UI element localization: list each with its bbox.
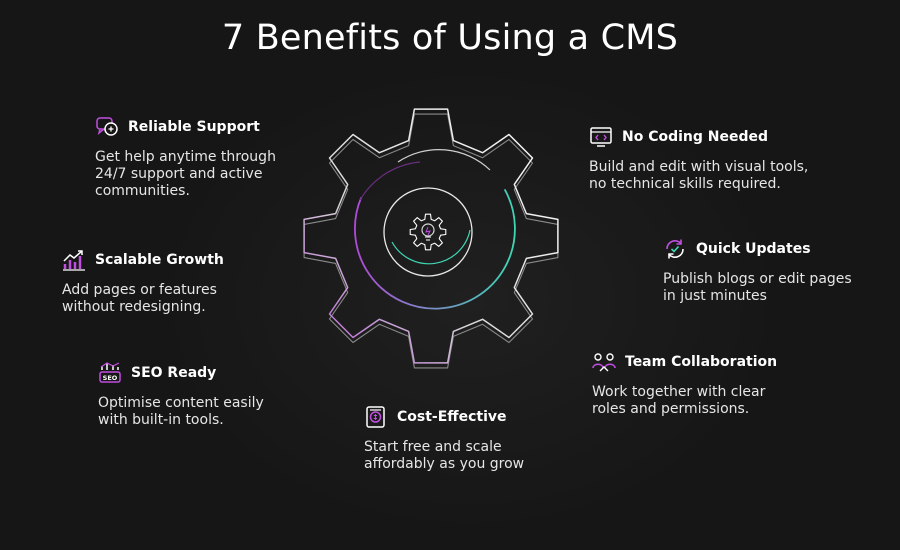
benefit-label: Team Collaboration bbox=[625, 354, 778, 370]
benefit-description: Build and edit with visual tools, no tec… bbox=[589, 159, 809, 192]
settings-bulb-icon bbox=[409, 213, 447, 251]
benefit-label: No Coding Needed bbox=[622, 129, 769, 145]
gear-shadow-outline bbox=[303, 113, 559, 369]
benefit-quick-updates: Quick Updates Publish blogs or edit page… bbox=[663, 237, 852, 305]
benefit-description: Get help anytime through 24/7 support an… bbox=[95, 149, 276, 199]
bulb-icon bbox=[421, 223, 435, 241]
gear-inner-rings bbox=[354, 149, 516, 310]
benefit-description: Start free and scale affordably as you g… bbox=[364, 439, 525, 472]
gear-back-outline bbox=[303, 113, 559, 369]
benefit-label: Quick Updates bbox=[696, 241, 811, 257]
benefit-description: Work together with clear roles and permi… bbox=[592, 384, 766, 417]
benefit-label: SEO Ready bbox=[131, 365, 217, 381]
benefit-team-collaboration: Team Collaboration Work together with cl… bbox=[592, 350, 777, 418]
gear-outline bbox=[303, 108, 559, 364]
code-monitor-icon bbox=[590, 127, 612, 147]
svg-text:SEO: SEO bbox=[103, 374, 118, 382]
benefit-seo-ready: SEO SEO Ready Optimise content easily wi… bbox=[98, 361, 264, 429]
team-icon bbox=[592, 353, 616, 372]
benefit-label: Cost-Effective bbox=[397, 409, 507, 425]
mini-gear-outline bbox=[409, 213, 447, 251]
page-title: 7 Benefits of Using a CMS bbox=[221, 18, 679, 58]
benefit-description: Publish blogs or edit pages in just minu… bbox=[663, 271, 852, 304]
gear-front-outline bbox=[303, 108, 559, 364]
benefit-cost-effective: Cost-Effective Start free and scale affo… bbox=[364, 405, 524, 473]
support-chat-icon bbox=[96, 117, 118, 136]
benefit-label: Reliable Support bbox=[128, 119, 260, 135]
benefit-no-coding-needed: No Coding Needed Build and edit with vis… bbox=[589, 125, 808, 193]
benefit-scalable-growth: Scalable Growth Add pages or features wi… bbox=[62, 248, 224, 316]
benefit-label: Scalable Growth bbox=[95, 252, 224, 268]
benefit-description: Add pages or features without redesignin… bbox=[62, 282, 217, 315]
refresh-check-icon bbox=[666, 239, 684, 259]
benefit-description: Optimise content easily with built-in to… bbox=[98, 395, 264, 428]
seo-icon: SEO bbox=[99, 362, 121, 383]
money-wallet-icon bbox=[366, 406, 385, 428]
growth-chart-icon bbox=[63, 250, 85, 271]
benefit-reliable-support: Reliable Support Get help anytime throug… bbox=[95, 115, 276, 200]
